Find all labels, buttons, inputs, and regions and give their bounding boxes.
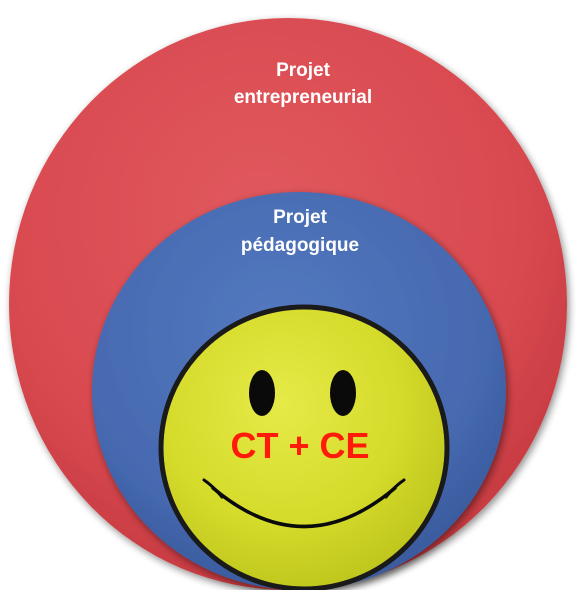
right-eye-icon: [330, 370, 356, 416]
center-label: CT + CE: [230, 425, 369, 466]
middle-label-line2: pédagogique: [241, 235, 359, 256]
left-eye-icon: [249, 370, 275, 416]
smile-icon: [211, 486, 397, 529]
outer-label-line1: Projet: [276, 60, 331, 81]
middle-label-line1: Projet: [273, 207, 328, 228]
inner-circle: [158, 304, 450, 590]
smiley-face-icon: [158, 304, 450, 590]
outer-label-line2: entrepreneurial: [234, 87, 372, 108]
